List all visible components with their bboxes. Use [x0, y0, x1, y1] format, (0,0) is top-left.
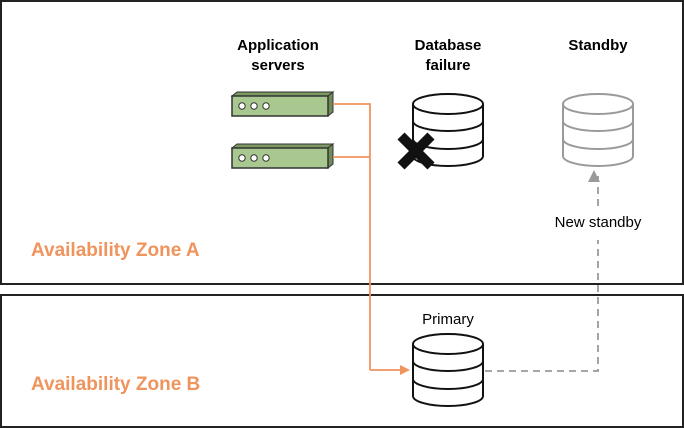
x-mark-icon — [397, 132, 435, 170]
zone-b-box — [0, 294, 684, 428]
server-icon — [230, 142, 335, 170]
zone-a-label: Availability Zone A — [31, 240, 200, 261]
new-standby-label: New standby — [538, 214, 658, 232]
app-servers-heading: Application servers — [237, 37, 319, 74]
database-icon — [562, 93, 634, 167]
zone-b-label: Availability Zone B — [31, 374, 201, 395]
connector-server-1 — [333, 103, 371, 370]
primary-label: Primary — [422, 311, 474, 328]
standby-heading: Standby — [568, 37, 628, 54]
db-failure-heading: Database failure — [414, 37, 482, 74]
database-icon — [412, 333, 484, 407]
server-icon — [230, 90, 335, 118]
database-icon — [412, 93, 484, 167]
replication-line — [485, 240, 599, 372]
